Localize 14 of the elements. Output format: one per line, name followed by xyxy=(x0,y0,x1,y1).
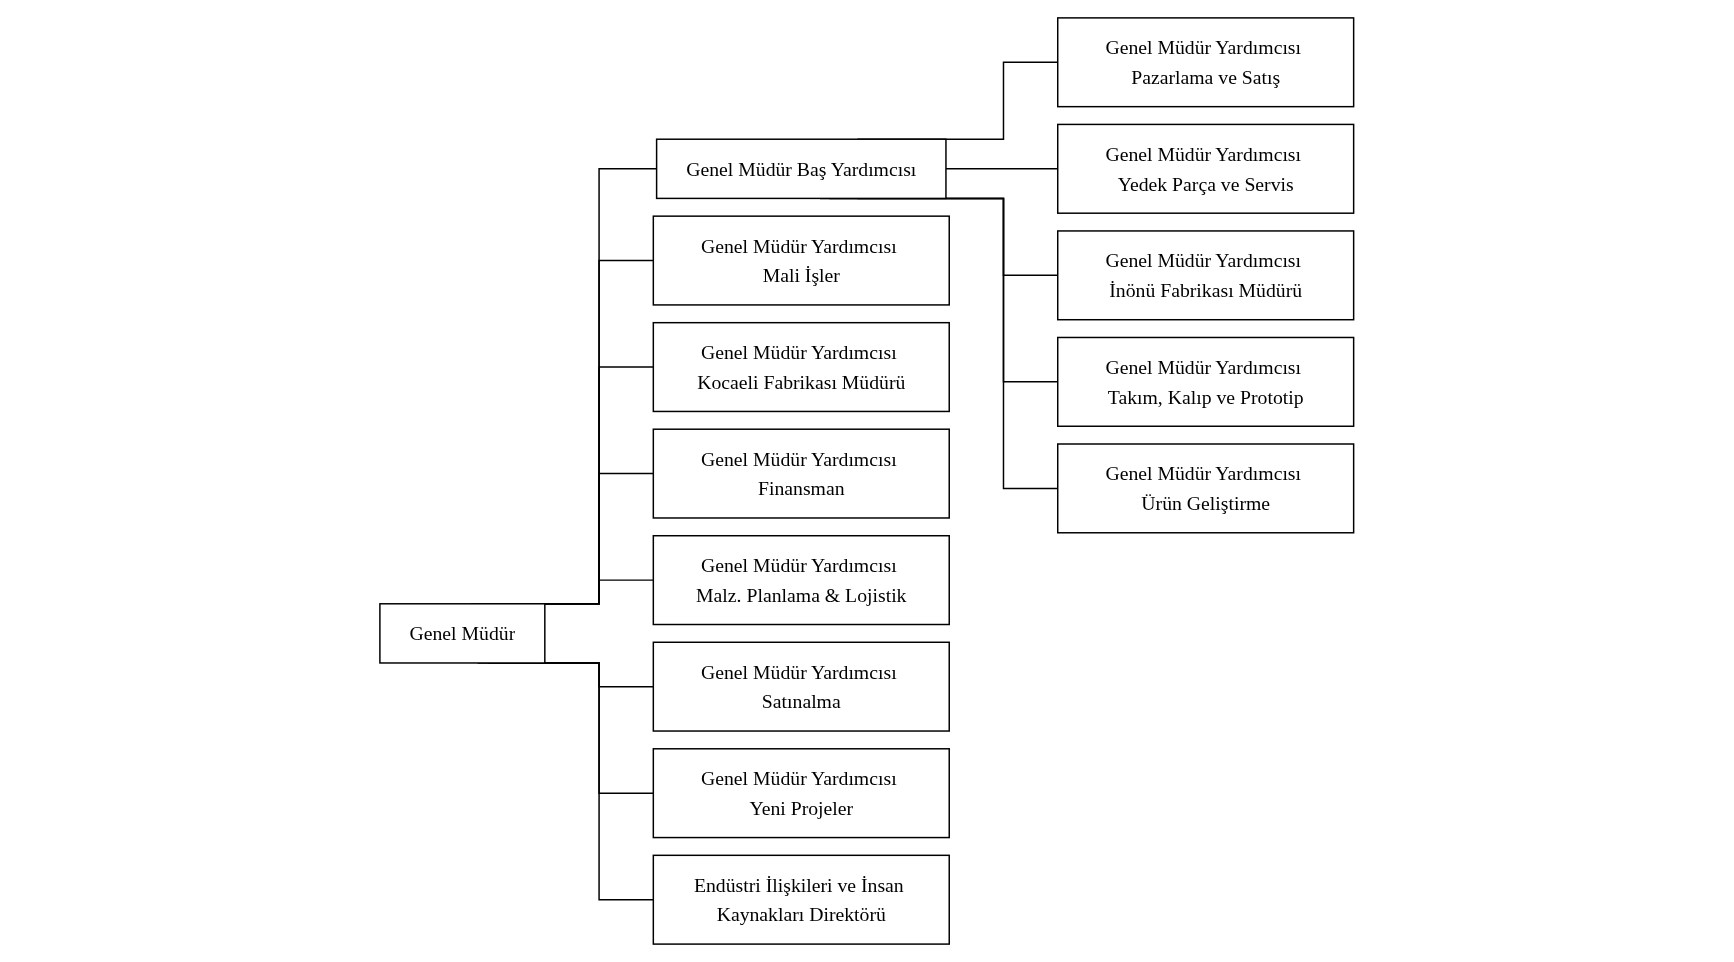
node-box: Genel Müdür xyxy=(379,603,546,664)
node-box: Genel Müdür Yardımcısı Takım, Kalıp ve Prototip xyxy=(1057,336,1355,427)
node-box: Genel Müdür Baş Yardımcısı xyxy=(656,138,947,200)
node-box: Genel Müdür Yardımcısı Yeni Projeler xyxy=(652,748,951,839)
node-box: Endüstri İlişkileri ve İnsan Kaynakları Direktörü xyxy=(652,854,951,945)
node-box: Genel Müdür Yardımcısı Finansman xyxy=(652,428,951,519)
node-box: Genel Müdür Yardımcısı Kocaeli Fabrikası Müdürü xyxy=(652,321,951,413)
node-box: Genel Müdür Yardımcısı Ürün Geliştirme xyxy=(1057,443,1355,534)
node-box: Genel Müdür Yardımcısı İnönü Fabrikası Müdürü xyxy=(1057,230,1355,321)
node-box: Genel Müdür Yardımcısı Yedek Parça ve Servis xyxy=(1057,123,1355,214)
node-box: Genel Müdür Yardımcısı Malz. Planlama & Lojistik xyxy=(652,535,951,626)
node-box: Genel Müdür Yardımcısı Pazarlama ve Satış xyxy=(1057,17,1355,108)
node-box: Genel Müdür Yardımcısı Mali İşler xyxy=(652,215,951,306)
node-box: Genel Müdür Yardımcısı Satınalma xyxy=(652,641,951,732)
